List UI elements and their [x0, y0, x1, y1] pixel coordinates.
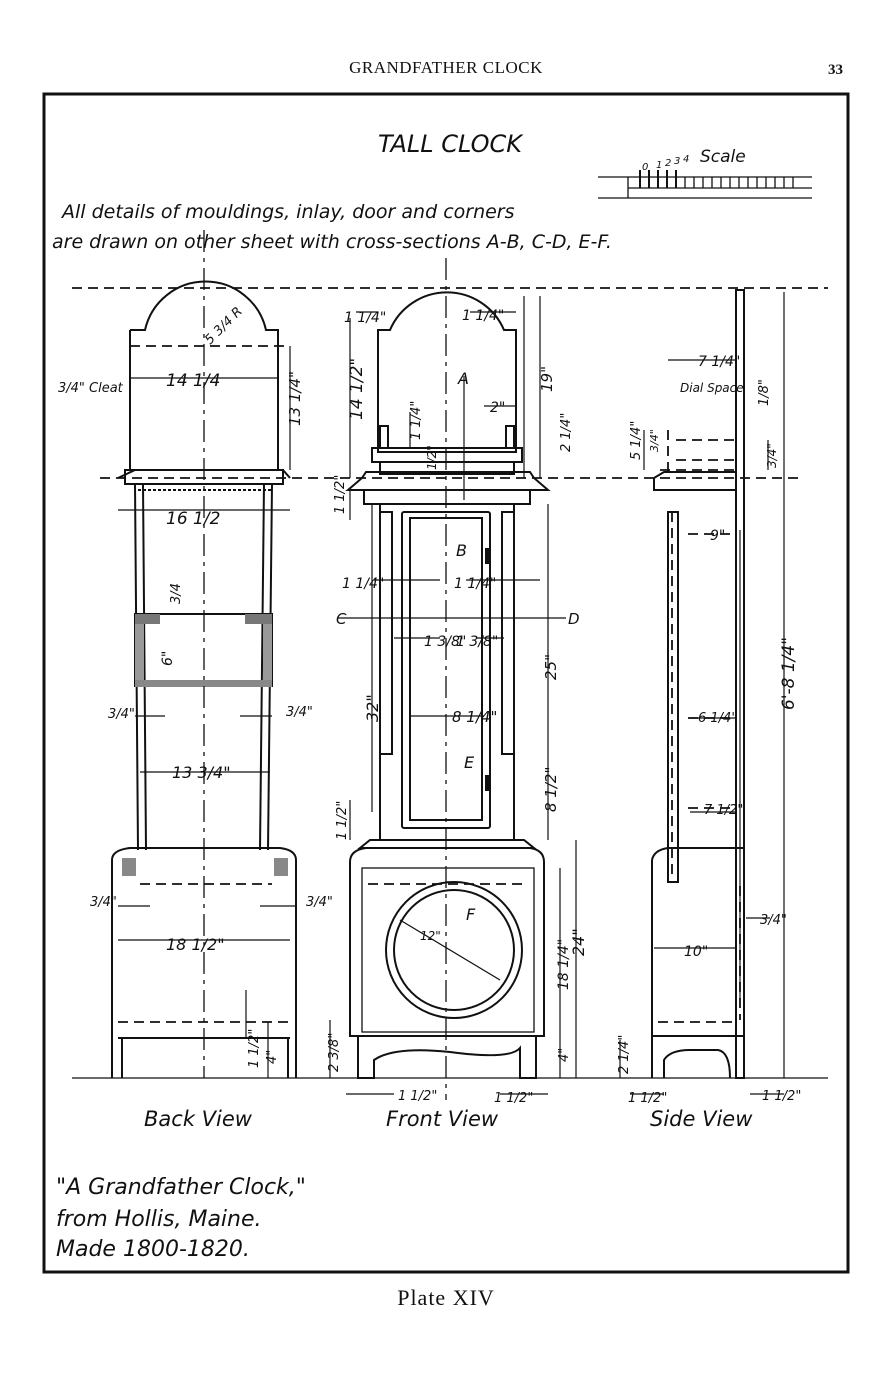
side-overall-height: 6'-8 1/4"	[779, 637, 799, 710]
front-arch-height: 19"	[538, 366, 556, 392]
front-foot-right: 1 1/2"	[494, 1091, 533, 1106]
section-letter-a: A	[457, 369, 469, 388]
front-hood-left: 1 1/4"	[344, 310, 386, 326]
section-letter-b: B	[456, 541, 467, 560]
front-view-label: Front View	[386, 1107, 499, 1131]
front-hood-right: 1 1/4"	[462, 308, 504, 324]
front-dial-radius: 12"	[420, 929, 441, 943]
front-dial-offset: 2"	[490, 400, 505, 416]
side-foot-height: 2 1/4"	[617, 1035, 632, 1074]
drawing-title: TALL CLOCK	[378, 130, 524, 158]
scale-tick-4: 4	[683, 154, 689, 165]
front-pillar: 1 1/4"	[409, 401, 424, 440]
back-side-left: 3/4"	[108, 707, 135, 722]
front-view	[338, 258, 566, 1100]
scale-bar: Scale 0 1 2 3 4	[598, 147, 812, 199]
section-letter-c: C	[336, 610, 347, 628]
running-head: GRANDFATHER CLOCK	[349, 58, 543, 77]
side-inner-b: 7 1/2"	[704, 803, 743, 818]
page-number: 33	[828, 62, 843, 78]
front-waist-moulding: 1 1/2"	[335, 801, 350, 840]
side-hood-depth: 7 1/4"	[698, 354, 740, 370]
section-letter-e: E	[464, 753, 475, 772]
side-cornice-b: 3/4"	[765, 443, 779, 468]
front-cap: 1/2"	[425, 445, 439, 470]
back-hood-height: 13 1/4"	[286, 371, 304, 426]
attribution-line-3: Made 1800-1820.	[56, 1237, 250, 1262]
back-hood-radius: 5 3/4 R	[202, 304, 245, 347]
section-letter-f: F	[466, 905, 476, 924]
back-hood-width: 14 1/4	[166, 371, 220, 391]
front-dimensions	[329, 296, 577, 1095]
back-foot-b: 4"	[265, 1050, 280, 1064]
back-cornice-width: 16 1/2	[166, 509, 220, 529]
attribution-line-2: from Hollis, Maine.	[56, 1207, 262, 1232]
back-base-right: 3/4"	[306, 895, 333, 910]
side-foot-left: 1 1/2"	[628, 1091, 667, 1106]
front-door-width: 8 1/4"	[452, 708, 497, 726]
scale-tick-3: 3	[674, 156, 680, 167]
side-base-depth: 10"	[684, 944, 708, 960]
front-waist-height: 32"	[363, 694, 382, 722]
plate-border	[42, 92, 850, 1274]
attribution-line-1: "A Grandfather Clock,"	[56, 1175, 306, 1200]
side-dimensions	[619, 292, 785, 1095]
front-foot-height: 2 3/8"	[327, 1033, 342, 1072]
side-dial-space: Dial Space	[680, 381, 744, 395]
front-door-height: 25"	[542, 654, 560, 680]
back-view	[111, 230, 297, 1078]
back-side-right: 3/4"	[286, 705, 313, 720]
side-view-label: Side View	[650, 1107, 753, 1131]
section-letter-d: D	[568, 610, 580, 628]
back-waist-width: 13 3/4"	[172, 763, 231, 782]
back-view-label: Back View	[144, 1107, 253, 1131]
back-foot-a: 1 1/2"	[247, 1029, 262, 1068]
front-waist-left: 1 1/4"	[342, 576, 384, 592]
front-top-rail: 2 1/4"	[559, 413, 574, 452]
front-hood-height: 14 1/2"	[347, 358, 367, 420]
front-base-panel: 18 1/4"	[556, 939, 572, 990]
note-line-2: are drawn on other sheet with cross-sect…	[52, 231, 612, 253]
front-plinth: 4"	[557, 1048, 572, 1062]
side-dial-space-dim: 1/8"	[757, 379, 772, 406]
side-waist-depth: 9"	[710, 528, 725, 544]
side-base-side: 3/4"	[760, 913, 787, 928]
side-inner: 6 1/4"	[698, 711, 737, 726]
front-base-height: 24"	[569, 928, 588, 956]
front-door-right: 1 3/8"	[456, 634, 498, 650]
back-rail-height: 3/4	[169, 583, 184, 604]
side-hood-rail-b: 3/4"	[648, 429, 661, 452]
front-waist-center: 1 1/4"	[454, 576, 496, 592]
front-foot-left: 1 1/2"	[398, 1089, 437, 1104]
side-foot-right: 1 1/2"	[762, 1089, 801, 1104]
scale-tick-1: 1	[656, 160, 662, 171]
scale-tick-2: 2	[665, 158, 671, 169]
scale-label: Scale	[700, 147, 746, 167]
back-base-width: 18 1/2"	[166, 935, 225, 954]
back-dimensions	[118, 346, 296, 1078]
plate-caption: Plate XIV	[397, 1285, 495, 1310]
back-shelf-height: 6"	[160, 651, 176, 666]
scale-tick-0: 0	[642, 162, 648, 173]
side-hood-rail: 5 1/4"	[629, 421, 644, 460]
front-cornice-moulding: 1 1/2"	[333, 475, 348, 514]
front-lower-height: 8 1/2"	[542, 767, 560, 812]
back-cleat: 3/4" Cleat	[58, 381, 124, 396]
note-line-1: All details of mouldings, inlay, door an…	[60, 201, 515, 223]
front-door-left: 1 3/8"	[424, 634, 466, 650]
back-base-left: 3/4"	[90, 895, 117, 910]
